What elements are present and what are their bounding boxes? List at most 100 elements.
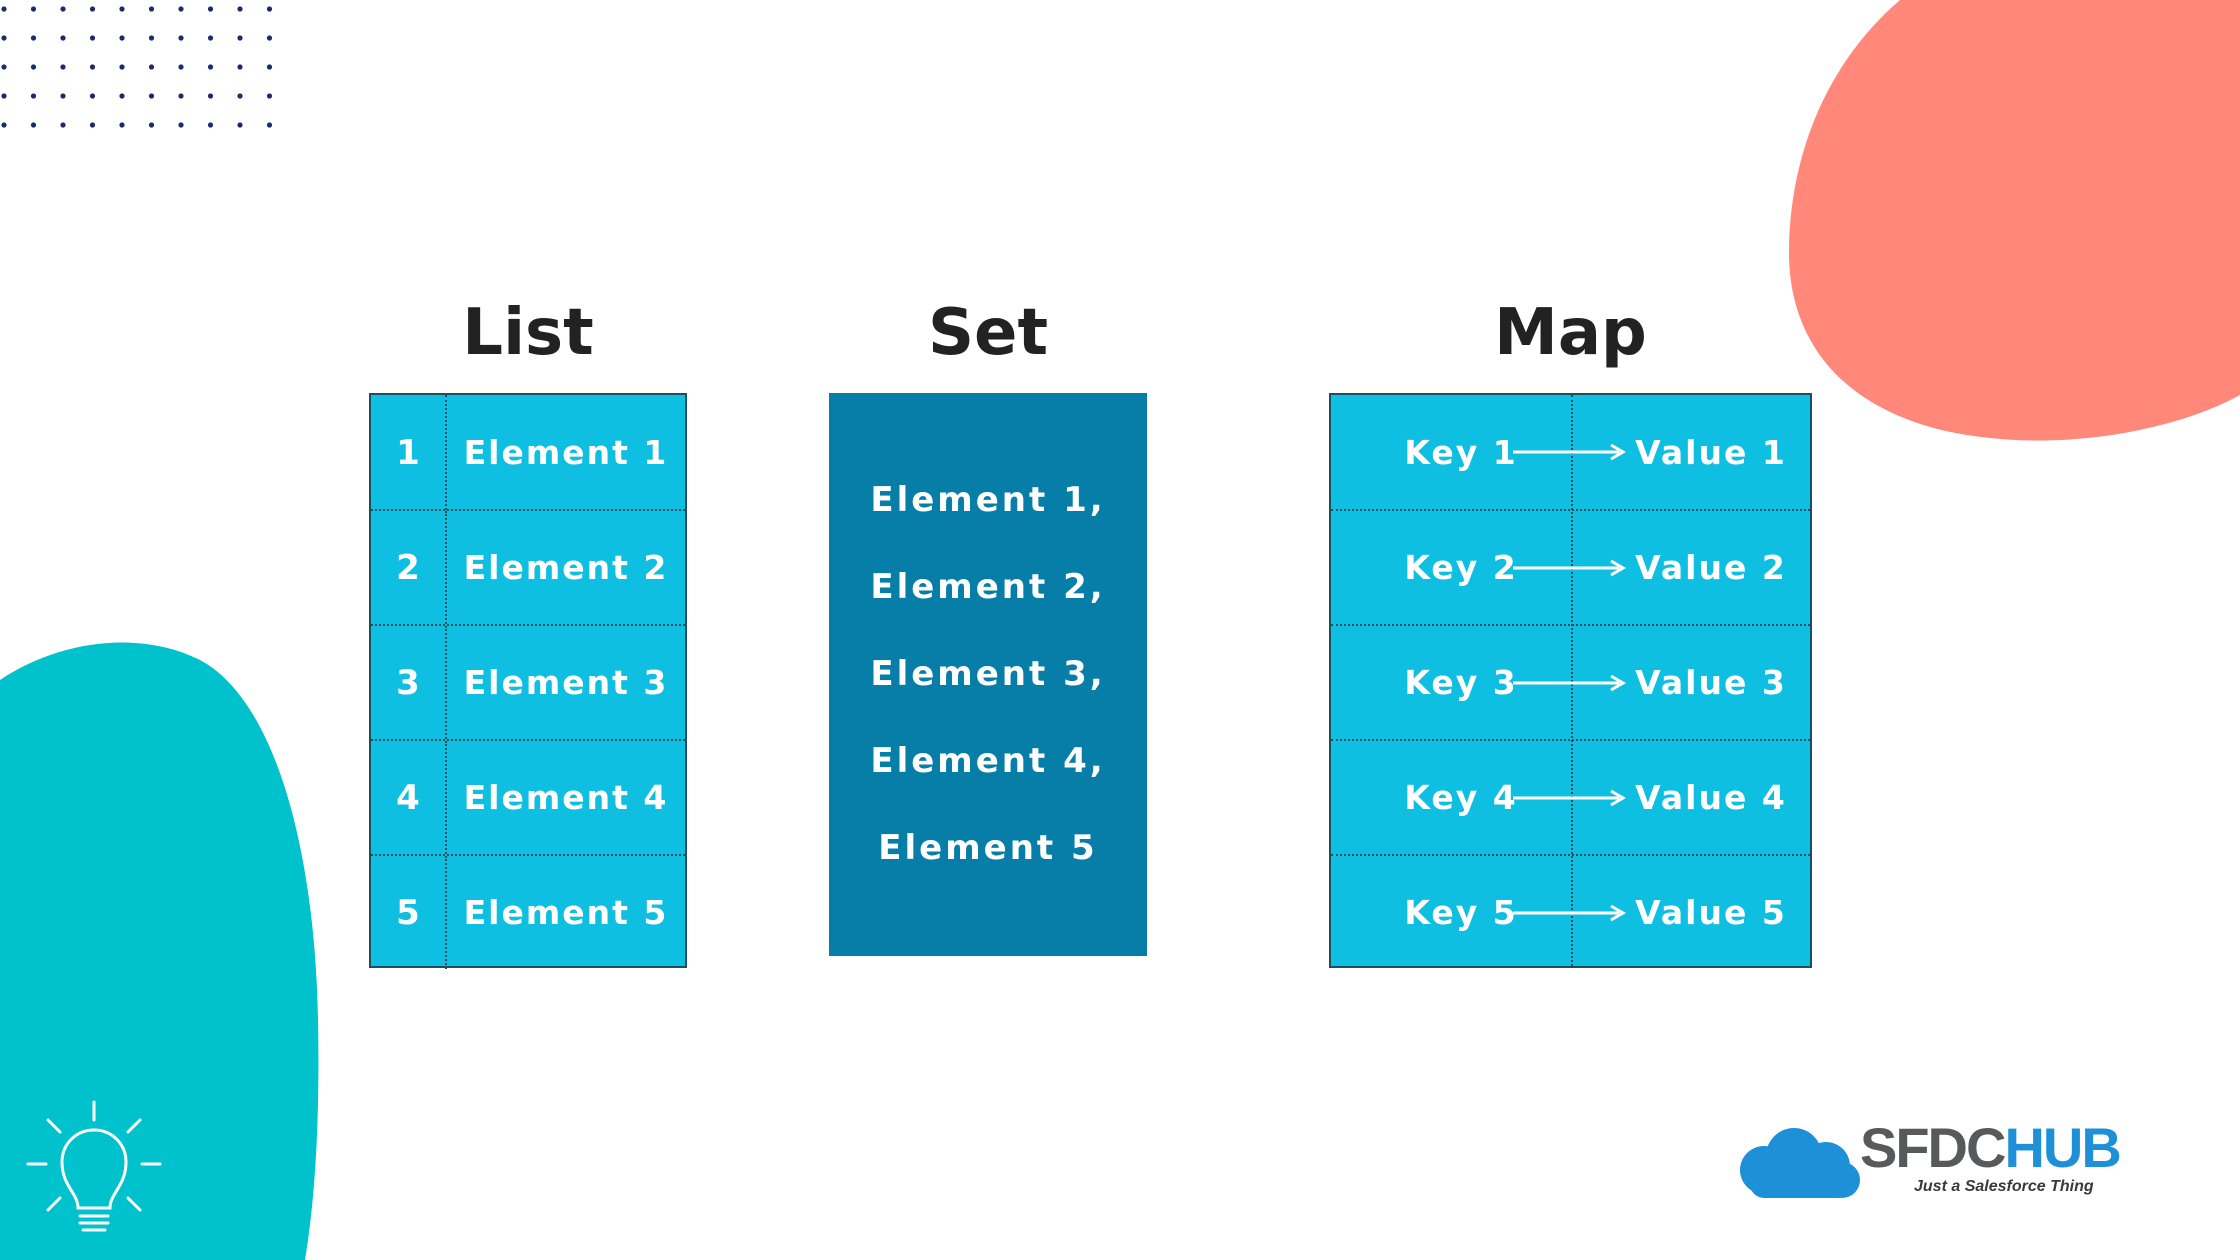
dot — [89, 122, 96, 128]
map-key: Key 5 — [1404, 893, 1518, 932]
set-title: Set — [927, 296, 1049, 370]
set-element: Element 1, — [870, 480, 1106, 520]
map-key: Key 1 — [1404, 433, 1518, 472]
map-row: Key 4 Value 4 — [1331, 739, 1810, 854]
dot — [178, 6, 184, 12]
set-element: Element 4, — [870, 741, 1106, 781]
list-index: 4 — [371, 741, 447, 854]
map-column-divider — [1571, 395, 1573, 966]
set-element: Element 5 — [878, 828, 1098, 868]
dot — [237, 6, 243, 12]
dot — [89, 6, 96, 12]
dot — [30, 35, 37, 41]
coral-blob — [1788, 0, 2240, 441]
map-value: Value 2 — [1635, 548, 1787, 587]
list-table: 1 Element 1 2 Element 2 3 Element 3 4 El… — [369, 393, 687, 969]
logo-wordmark: SFDCHUB — [1860, 1116, 2122, 1179]
list-element: Element 2 — [463, 548, 669, 587]
list-index: 1 — [371, 395, 447, 510]
map-row: Key 1 Value 1 — [1331, 395, 1810, 510]
dot — [119, 6, 125, 12]
dot — [178, 35, 184, 41]
logo-tagline: Just a Salesforce Thing — [1914, 1178, 2094, 1195]
arrow-right-icon — [1513, 789, 1626, 807]
dot — [89, 35, 96, 41]
list-row: 5 Element 5 — [371, 854, 685, 969]
dot — [207, 6, 214, 12]
map-key: Key 3 — [1404, 663, 1518, 702]
list-index: 2 — [371, 511, 447, 624]
dot — [178, 122, 184, 128]
sfdchub-logo: SFDCHUB Just a Salesforce Thing — [1732, 1118, 2132, 1208]
dot — [207, 64, 214, 70]
set-element: Element 2, — [870, 567, 1106, 607]
dot — [207, 122, 214, 128]
dot — [237, 122, 243, 128]
map-value: Value 3 — [1635, 663, 1787, 702]
set-box: Element 1, Element 2, Element 3, Element… — [829, 393, 1147, 956]
map-key: Key 2 — [1404, 548, 1518, 587]
dot — [266, 6, 273, 12]
list-index: 5 — [371, 856, 447, 969]
map-table: Key 1 Value 1 Key 2 Value 2 Key 3 Value … — [1329, 393, 1812, 968]
dot — [207, 35, 214, 41]
dot — [148, 6, 155, 12]
list-element: Element 1 — [463, 433, 669, 472]
list-element: Element 3 — [463, 663, 669, 702]
dot-grid — [1, 6, 273, 128]
dot — [119, 64, 125, 70]
dot — [237, 64, 243, 70]
map-row: Key 3 Value 3 — [1331, 624, 1810, 739]
dot — [60, 122, 66, 128]
dot — [1, 93, 7, 99]
dot — [148, 122, 155, 128]
arrow-right-icon — [1513, 559, 1626, 577]
dot — [266, 93, 273, 99]
dot — [266, 122, 273, 128]
dot — [30, 122, 37, 128]
list-row: 4 Element 4 — [371, 739, 685, 854]
set-element: Element 3, — [870, 654, 1106, 694]
dot — [178, 64, 184, 70]
dot — [30, 93, 37, 99]
logo-wordmark-hub: HUB — [2004, 1116, 2121, 1179]
map-row: Key 2 Value 2 — [1331, 509, 1810, 624]
dot — [266, 35, 273, 41]
arrow-right-icon — [1513, 674, 1626, 692]
arrow-right-icon — [1513, 443, 1626, 461]
map-value: Value 4 — [1635, 778, 1787, 817]
dot — [119, 122, 125, 128]
dot — [119, 35, 125, 41]
list-index: 3 — [371, 626, 447, 739]
list-title: List — [462, 296, 594, 370]
map-key: Key 4 — [1404, 778, 1518, 817]
dot — [266, 64, 273, 70]
map-title: Map — [1494, 296, 1647, 370]
dot — [237, 93, 243, 99]
cloud-icon — [1740, 1128, 1860, 1198]
map-value: Value 1 — [1635, 433, 1787, 472]
list-element: Element 5 — [463, 893, 669, 932]
list-row: 1 Element 1 — [371, 395, 685, 510]
dot — [148, 35, 155, 41]
list-row: 3 Element 3 — [371, 624, 685, 739]
dot — [30, 6, 37, 12]
dot — [60, 93, 66, 99]
dot — [1, 64, 7, 70]
dot — [89, 64, 96, 70]
list-element: Element 4 — [463, 778, 669, 817]
logo-wordmark-sfdc: SFDC — [1860, 1116, 2006, 1179]
dot — [237, 35, 243, 41]
dot — [1, 122, 7, 128]
dot — [60, 64, 66, 70]
dot — [1, 35, 7, 41]
dot — [89, 93, 96, 99]
arrow-right-icon — [1513, 904, 1626, 922]
map-row: Key 5 Value 5 — [1331, 854, 1810, 969]
dot — [207, 93, 214, 99]
dot — [178, 93, 184, 99]
map-value: Value 5 — [1635, 893, 1787, 932]
dot — [30, 64, 37, 70]
dot — [148, 93, 155, 99]
